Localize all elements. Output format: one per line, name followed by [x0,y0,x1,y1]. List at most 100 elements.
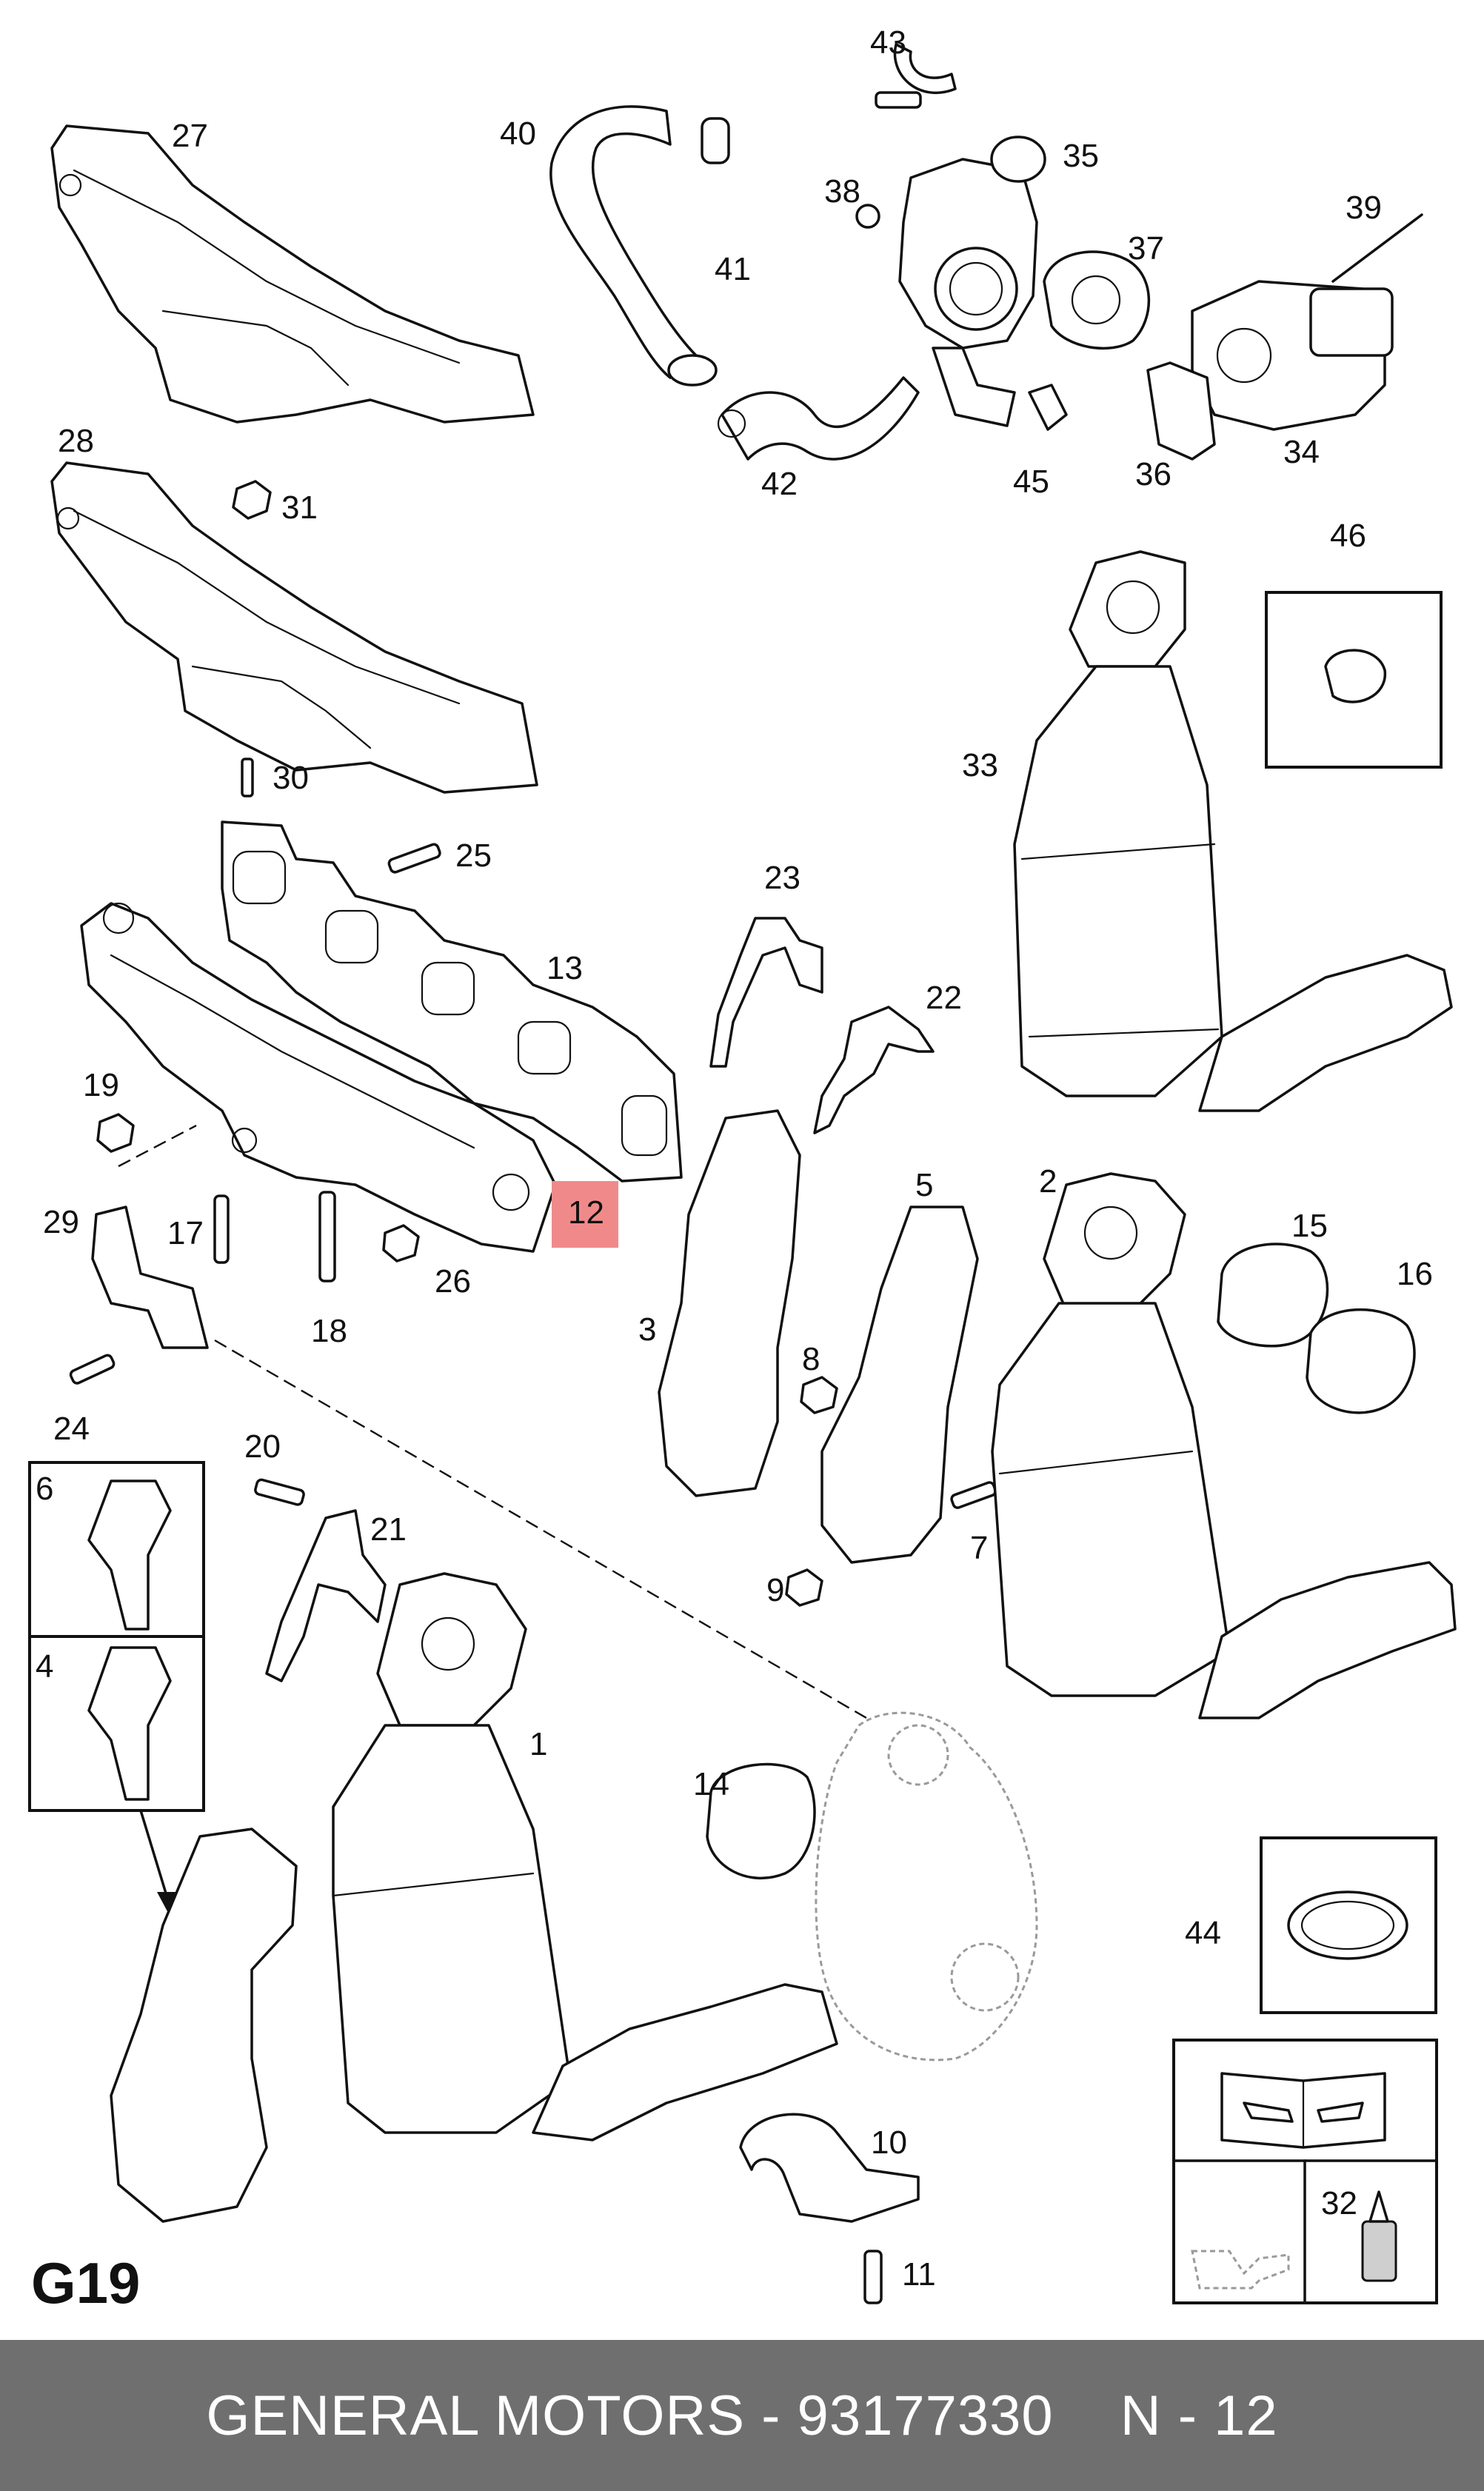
callout-14: 14 [693,1766,729,1802]
callout-12: 12 [568,1194,604,1231]
detail-arrow [139,1809,168,1897]
callout-3: 3 [638,1311,656,1348]
part-46-clip [1324,649,1386,703]
part-36-gasket [1146,361,1216,461]
part-1-catalytic-converter [332,1572,838,2141]
callout-37: 37 [1128,230,1164,267]
part-19-nut [96,1113,135,1153]
part-26-nut [382,1224,420,1263]
part-33-catalytic-converter [1013,550,1453,1112]
callout-16: 16 [1397,1256,1433,1292]
dashed-guide-line [214,1339,867,1719]
footer-item-number: N - 12 [1120,2384,1278,2447]
part-34-egr-valve [1191,280,1394,431]
oil-can-icon [1191,2250,1290,2290]
part-13-manifold-gasket [221,820,683,1183]
part-21-bracket [265,1509,387,1682]
callout-31: 31 [281,489,318,526]
part-30-stud [241,758,254,798]
callout-19: 19 [83,1067,119,1103]
part-40-hose [549,105,698,379]
footer-part-number: GENERAL MOTORS - 93177330 [206,2384,1054,2447]
detail-arrowhead [157,1892,178,1914]
part-42-pipe [717,376,920,461]
callout-6: 6 [36,1471,53,1507]
callout-35: 35 [1063,138,1099,174]
part-18-stud [318,1191,336,1283]
callout-9: 9 [766,1572,784,1608]
part-3-heat-shield [658,1109,801,1497]
part-39-bolt [1331,213,1423,283]
callout-27: 27 [172,118,208,154]
part-15-gasket [1217,1243,1329,1348]
callout-22: 22 [926,980,962,1016]
part-16-gasket [1306,1308,1416,1414]
callout-45: 45 [1013,464,1049,500]
callout-46: 46 [1330,518,1366,554]
part-8-bolt [800,1376,838,1414]
callout-34: 34 [1283,434,1320,470]
part-41-clamp [701,117,730,164]
part-28-heat-shield [50,461,538,794]
callout-21: 21 [370,1511,407,1548]
callout-30: 30 [273,760,309,796]
footer-bar: GENERAL MOTORS - 93177330 N - 12 [0,2340,1484,2491]
callout-28: 28 [58,423,94,459]
dashed-guide-line-2 [118,1124,197,1168]
callout-43: 43 [870,24,906,61]
callout-32: 32 [1321,2185,1357,2221]
callout-33: 33 [962,747,998,783]
callout-labels: 1 2 3 4 5 6 7 8 9 10 11 12 13 14 15 16 1… [36,24,1433,2293]
callout-24: 24 [53,1411,90,1447]
part-29-bracket [91,1206,209,1349]
callout-1: 1 [529,1726,547,1762]
part-14-gasket [706,1762,816,1880]
part-6-heat-shield-detail [87,1479,172,1631]
callout-36: 36 [1135,456,1172,492]
part-43-clamp [875,43,957,109]
part-24-bolt [69,1354,116,1385]
callout-26: 26 [435,1263,471,1300]
part-31-nut [232,480,272,520]
part-32-sealant-tube [1361,2190,1397,2282]
callout-25: 25 [455,837,492,874]
callout-17: 17 [167,1215,204,1251]
callout-39: 39 [1346,190,1382,226]
callout-18: 18 [311,1313,347,1349]
part-17-stud [213,1194,230,1264]
egr-cooler [898,136,1046,427]
part-37-gasket [1043,250,1151,350]
page-code: G19 [31,2250,140,2316]
part-20-bolt [254,1478,305,1506]
turbocharger-ghost [815,1711,1038,2062]
workshop-manual-icon [1220,2072,1386,2149]
part-4-heat-shield [110,1828,298,2223]
part-4-heat-shield-detail [87,1646,172,1801]
part-12-exhaust-manifold [80,902,557,1253]
part-44-seal-ring-inner [1300,1900,1395,1950]
callout-42: 42 [761,466,798,502]
callout-4: 4 [36,1648,53,1685]
part-7-stud [950,1481,997,1509]
callout-5: 5 [915,1167,933,1203]
part-41-clamp-lower [667,354,718,387]
exhaust-parts-diagram: 1 2 3 4 5 6 7 8 9 10 11 12 13 14 15 16 1… [28,24,1457,2316]
callout-12-highlight [552,1181,618,1248]
part-44-seal-ring [1287,1890,1408,1960]
part-27-heat-shield [50,124,535,424]
callout-8: 8 [802,1341,820,1377]
callout-15: 15 [1291,1208,1328,1244]
callout-2: 2 [1039,1163,1057,1200]
part-2-catalytic-converter [991,1172,1457,1719]
callout-41: 41 [715,251,751,287]
callout-13: 13 [547,950,583,986]
part-10-clamp [739,2113,920,2223]
part-9-nut [785,1568,823,1607]
part-22-bracket [813,1006,935,1134]
callout-20: 20 [244,1428,281,1465]
callout-10: 10 [871,2124,907,2161]
part-23-bracket [709,917,823,1068]
part-45-clip [1028,384,1068,431]
part-38-sensor [855,204,880,229]
part-5-heat-shield [820,1206,979,1564]
